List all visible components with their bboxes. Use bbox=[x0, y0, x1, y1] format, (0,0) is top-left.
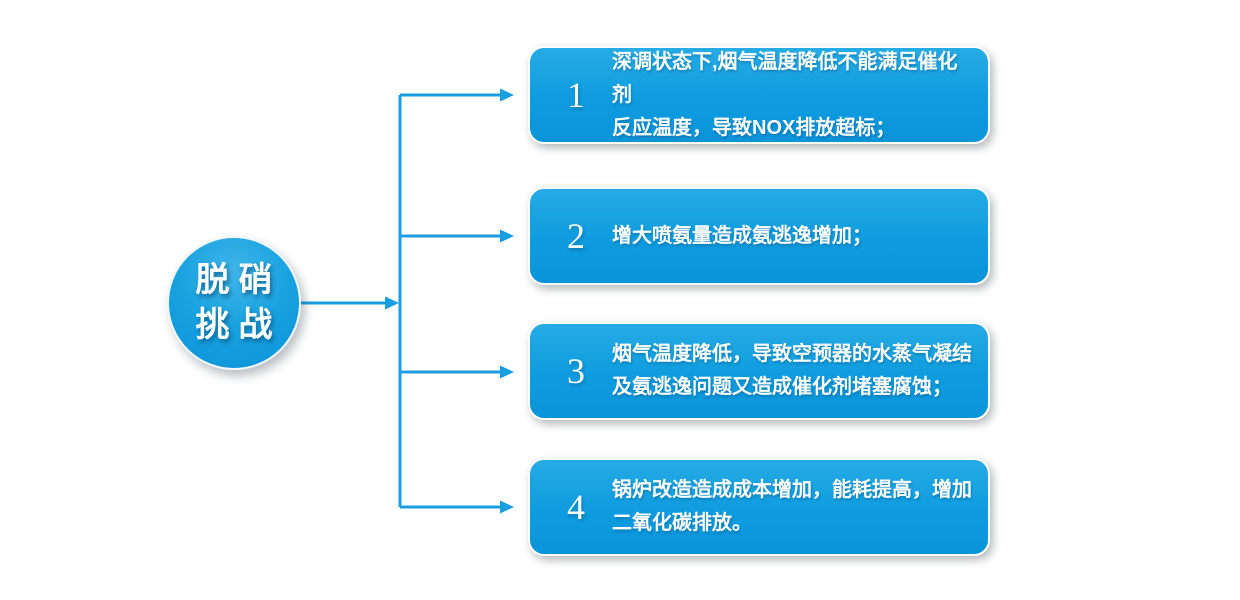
challenge-item-4: 4 锅炉改造造成成本增加，能耗提高，增加 二氧化碳排放。 bbox=[528, 458, 990, 556]
item-text-3: 烟气温度降低，导致空预器的水蒸气凝结 及氨逃逸问题又造成催化剂堵塞腐蚀； bbox=[612, 343, 972, 398]
item-text-4: 锅炉改造造成成本增加，能耗提高，增加 二氧化碳排放。 bbox=[612, 479, 972, 534]
item-number-1: 1 bbox=[567, 75, 585, 115]
challenge-item-3: 3 烟气温度降低，导致空预器的水蒸气凝结 及氨逃逸问题又造成催化剂堵塞腐蚀； bbox=[528, 322, 990, 420]
challenge-circle-label: 脱硝 挑战 bbox=[195, 261, 282, 344]
branch-arrow-2-icon bbox=[500, 229, 514, 243]
branch-arrow-1-icon bbox=[500, 88, 514, 102]
item-number-4: 4 bbox=[567, 487, 585, 527]
branch-arrow-3-icon bbox=[500, 365, 514, 379]
item-number-2: 2 bbox=[567, 216, 585, 256]
challenge-item-2: 2 增大喷氨量造成氨逃逸增加； bbox=[528, 187, 990, 285]
challenge-item-1: 1 深调状态下,烟气温度降低不能满足催化剂 反应温度，导致NOX排放超标； bbox=[528, 46, 990, 144]
stub-arrow-icon bbox=[385, 296, 399, 310]
item-number-3: 3 bbox=[567, 351, 585, 391]
item-text-1: 深调状态下,烟气温度降低不能满足催化剂 反应温度，导致NOX排放超标； bbox=[612, 50, 958, 139]
item-text-2: 增大喷氨量造成氨逃逸增加； bbox=[612, 224, 872, 247]
branch-arrow-4-icon bbox=[500, 500, 514, 514]
challenge-circle: 脱硝 挑战 bbox=[167, 236, 301, 370]
